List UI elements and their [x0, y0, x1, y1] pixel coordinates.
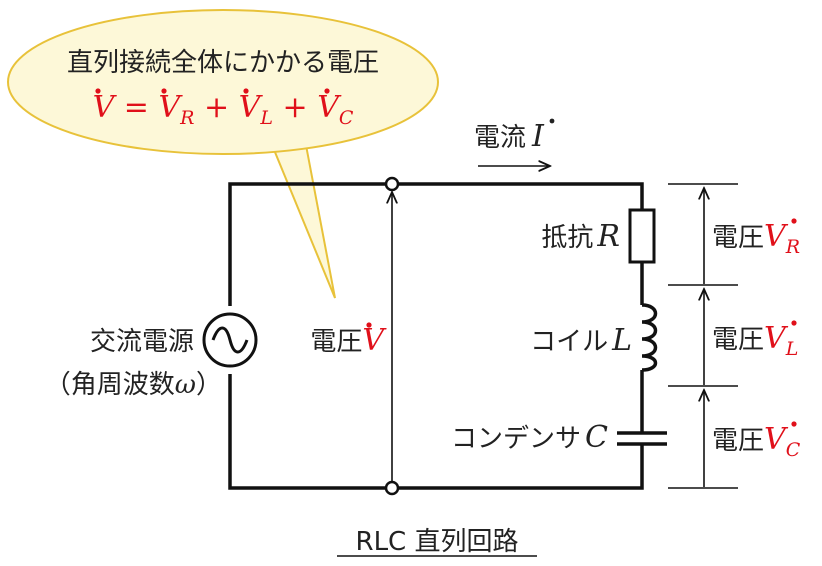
diagram-caption: RLC 直列回路 — [356, 527, 519, 557]
circuit-wires — [228, 182, 644, 490]
ac-source-label: 交流電源 — [90, 327, 194, 357]
vr-label: 電圧VR — [712, 219, 800, 258]
terminal-top — [384, 176, 400, 192]
coil-symbol — [641, 303, 658, 372]
vr-dot — [791, 218, 797, 224]
callout-dot-accents — [95, 88, 330, 94]
wire-top-left — [228, 182, 392, 306]
ac-source-symbol — [202, 312, 258, 368]
callout-bubble: 直列接続全体にかかる電圧 V = VR + VL + VC — [7, 9, 439, 299]
wire-top-right — [392, 182, 644, 210]
vl-label: 電圧VL — [712, 321, 798, 360]
center-voltage-dot — [366, 322, 372, 328]
callout-title: 直列接続全体にかかる電圧 — [67, 48, 379, 78]
capacitor-symbol — [617, 431, 667, 446]
callout-equation: V = VR + VL + VC — [93, 90, 354, 129]
ac-source-sublabel: （角周波数ω） — [45, 370, 222, 400]
resistor-symbol — [628, 208, 656, 264]
wire-bottom-right — [392, 444, 644, 490]
current-dot — [549, 118, 555, 124]
vc-dot — [791, 421, 797, 427]
measurement-ticks — [668, 183, 738, 489]
center-voltage-label: 電圧V — [310, 323, 387, 358]
vl-dot — [791, 320, 797, 326]
vc-label: 電圧VC — [712, 422, 801, 461]
terminal-bottom — [384, 480, 400, 496]
wire-bottom-left — [228, 374, 392, 490]
